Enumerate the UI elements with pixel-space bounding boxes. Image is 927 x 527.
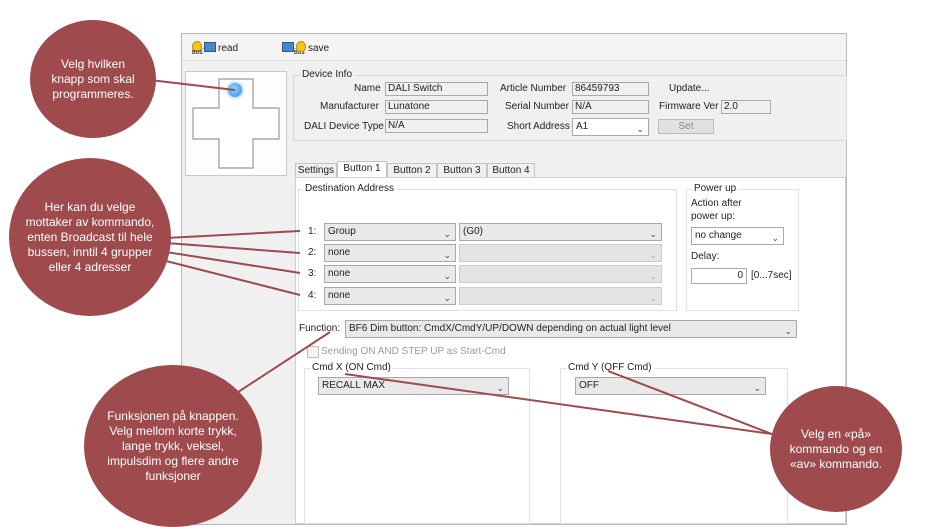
firmware-field: 2.0 xyxy=(721,100,771,114)
function-value: BF6 Dim button: CmdX/CmdY/UP/DOWN depend… xyxy=(349,323,671,334)
article-field: 86459793 xyxy=(572,82,649,96)
chevron-down-icon: ⌄ xyxy=(649,229,657,239)
power-up-action-value: no change xyxy=(695,230,742,241)
toolbar: BUS → read → BUS save xyxy=(182,34,846,61)
chevron-down-icon: ⌄ xyxy=(443,271,451,281)
destination-title: Destination Address xyxy=(303,183,396,194)
delay-unit: [0...7sec] xyxy=(751,270,792,281)
chevron-down-icon: ⌄ xyxy=(496,383,504,393)
annotation-select-button: Velg hvilken knapp som skal programmeres… xyxy=(30,20,156,138)
tab-button-3[interactable]: Button 3 xyxy=(437,163,487,177)
cmd-y-select[interactable]: OFF ⌄ xyxy=(575,377,766,395)
action-after-label: Action after xyxy=(691,198,742,209)
chevron-down-icon: ⌄ xyxy=(649,293,657,303)
dest-row-4-num: 4: xyxy=(308,290,317,301)
device-info-title: Device Info xyxy=(300,69,355,80)
function-select[interactable]: BF6 Dim button: CmdX/CmdY/UP/DOWN depend… xyxy=(345,320,797,338)
dest-row-1-target-value: (G0) xyxy=(463,226,483,237)
update-button[interactable]: Update... xyxy=(669,83,710,94)
dest-row-1-target-select[interactable]: (G0) ⌄ xyxy=(459,223,662,241)
dest-row-3-num: 3: xyxy=(308,268,317,279)
delay-label: Delay: xyxy=(691,251,720,262)
dest-row-2-target-select[interactable]: ⌄ xyxy=(459,244,662,262)
power-up-action-select[interactable]: no change ⌄ xyxy=(691,227,784,245)
device-type-field: N/A xyxy=(385,119,488,133)
cmd-y-title: Cmd Y (OFF Cmd) xyxy=(566,362,654,373)
power-up-group xyxy=(686,189,799,311)
serial-label: Serial Number xyxy=(505,101,569,112)
tab-button-2[interactable]: Button 2 xyxy=(387,163,437,177)
dest-row-3-type-select[interactable]: none ⌄ xyxy=(324,265,456,283)
function-label: Function: xyxy=(299,323,341,334)
save-bus-icon: → BUS xyxy=(282,41,306,56)
cmd-x-group xyxy=(304,368,530,524)
annotation-function: Funksjonen på knappen. Velg mellom korte… xyxy=(84,365,262,527)
chevron-down-icon: ⌄ xyxy=(784,326,792,336)
tab-settings[interactable]: Settings xyxy=(295,163,337,177)
chevron-down-icon: ⌄ xyxy=(443,250,451,260)
delay-input[interactable]: 0 xyxy=(691,268,747,284)
tab-button-4[interactable]: Button 4 xyxy=(487,163,535,177)
save-label: save xyxy=(308,42,330,54)
short-address-value: A1 xyxy=(576,121,589,132)
dest-row-2-type-select[interactable]: none ⌄ xyxy=(324,244,456,262)
device-info-group xyxy=(293,75,847,141)
annotation-commands: Velg en «på» kommando og en «av» kommand… xyxy=(770,386,902,512)
read-button[interactable]: BUS → read xyxy=(192,39,238,57)
dest-row-1-num: 1: xyxy=(308,226,317,237)
chevron-down-icon: ⌄ xyxy=(443,229,451,239)
dest-row-3-target-select[interactable]: ⌄ xyxy=(459,265,662,283)
firmware-label: Firmware Ver xyxy=(659,101,719,112)
power-up-title: Power up xyxy=(692,183,739,194)
read-label: read xyxy=(218,42,239,54)
short-address-select[interactable]: A1 ⌄ xyxy=(572,118,649,136)
dest-row-1-type-value: Group xyxy=(328,226,356,237)
dpad-icon xyxy=(192,78,280,169)
annotation-destination: Her kan du velge mottaker av kommando, e… xyxy=(9,158,171,316)
manufacturer-label: Manufacturer xyxy=(320,101,379,112)
dest-row-4-type-select[interactable]: none ⌄ xyxy=(324,287,456,305)
dest-row-2-type-value: none xyxy=(328,247,351,258)
save-button[interactable]: → BUS save xyxy=(282,39,329,57)
chevron-down-icon: ⌄ xyxy=(649,271,657,281)
cmd-x-value: RECALL MAX xyxy=(322,380,385,391)
name-field: DALI Switch xyxy=(385,82,488,96)
start-cmd-checkbox[interactable] xyxy=(307,346,319,358)
chevron-down-icon: ⌄ xyxy=(443,293,451,303)
set-button[interactable]: Set xyxy=(658,119,714,134)
cmd-y-value: OFF xyxy=(579,380,599,391)
dest-row-3-type-value: none xyxy=(328,268,351,279)
tab-button-1[interactable]: Button 1 xyxy=(337,161,387,178)
chevron-down-icon: ⌄ xyxy=(636,124,644,134)
chevron-down-icon: ⌄ xyxy=(649,250,657,260)
read-bus-icon: BUS → xyxy=(192,41,216,56)
power-up-label: power up: xyxy=(691,211,735,222)
selected-button-led-icon[interactable] xyxy=(228,83,242,97)
cmd-x-title: Cmd X (ON Cmd) xyxy=(310,362,393,373)
dest-row-1-type-select[interactable]: Group ⌄ xyxy=(324,223,456,241)
cmd-x-select[interactable]: RECALL MAX ⌄ xyxy=(318,377,509,395)
serial-field: N/A xyxy=(572,100,649,114)
chevron-down-icon: ⌄ xyxy=(753,383,761,393)
short-address-label: Short Address xyxy=(507,121,570,132)
dest-row-4-type-value: none xyxy=(328,290,351,301)
device-type-label: DALI Device Type xyxy=(304,121,384,132)
manufacturer-field: Lunatone xyxy=(385,100,488,114)
article-label: Article Number xyxy=(500,83,567,94)
chevron-down-icon: ⌄ xyxy=(771,233,779,243)
dest-row-4-target-select[interactable]: ⌄ xyxy=(459,287,662,305)
name-label: Name xyxy=(354,83,381,94)
dest-row-2-num: 2: xyxy=(308,247,317,258)
start-cmd-checkbox-label: Sending ON AND STEP UP as Start-Cmd xyxy=(321,346,506,357)
